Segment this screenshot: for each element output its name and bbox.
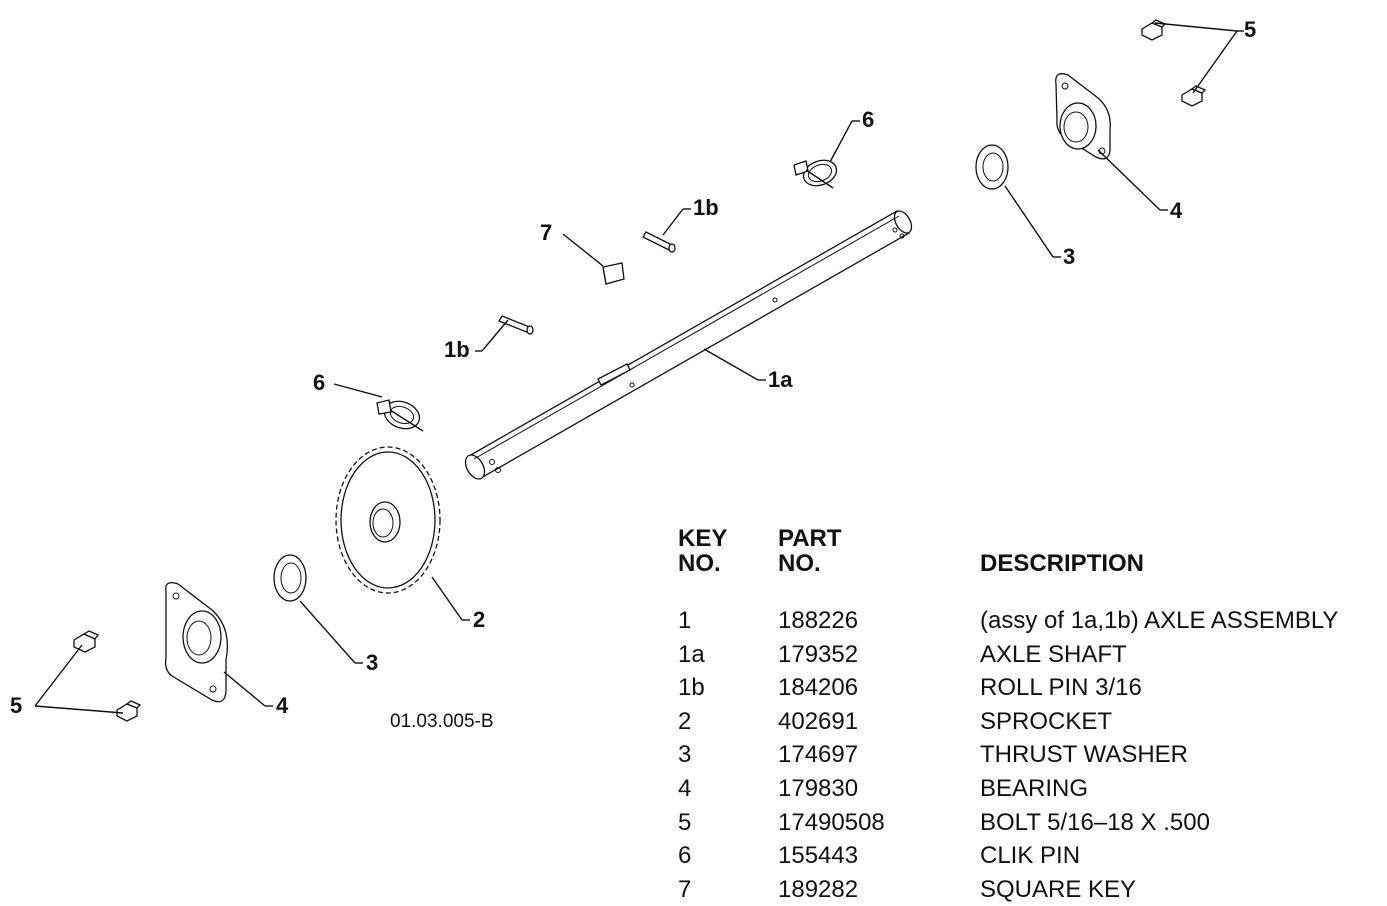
part-no: 174697 <box>778 741 859 769</box>
table-row: 1b 184206 ROLL PIN 3/16 <box>678 671 1338 705</box>
bolt-right-bottom <box>1181 85 1207 107</box>
description: ROLL PIN 3/16 <box>980 674 1142 702</box>
header-key-line1: KEY <box>678 525 728 552</box>
description: SPROCKET <box>980 707 1113 735</box>
header-part-no: PART NO. <box>778 526 980 604</box>
part-no: 188226 <box>778 607 859 634</box>
bolt-left-top <box>73 630 100 653</box>
key-no: 6 <box>678 842 692 870</box>
key-no: 2 <box>678 707 692 735</box>
header-description: DESCRIPTION <box>980 550 1145 577</box>
key-no: 4 <box>678 774 692 802</box>
bearing-right <box>1055 73 1111 160</box>
description: CLIK PIN <box>980 842 1081 870</box>
leader-lines <box>34 22 1244 714</box>
description: SQUARE KEY <box>980 875 1137 903</box>
table-row: 4 179830 BEARING <box>678 772 1338 806</box>
header-key-no: KEY NO. <box>678 526 778 604</box>
key-no: 5 <box>678 808 692 836</box>
drawing-number: 01.03.005-B <box>390 711 494 732</box>
part-no: 189282 <box>778 875 859 903</box>
parts-table-header: KEY NO. PART NO. DESCRIPTION <box>678 526 1338 604</box>
header-part-line1: PART <box>778 525 842 552</box>
part-no: 179830 <box>778 774 859 802</box>
table-row: 3 174697 THRUST WASHER <box>678 738 1338 772</box>
key-no: 1a <box>678 640 705 668</box>
roll-pin-top <box>642 231 676 253</box>
header-key-line2: NO. <box>678 550 721 577</box>
callout-1a: 1a <box>768 367 793 392</box>
table-row: 6 155443 CLIK PIN <box>678 839 1338 873</box>
bearing-left <box>164 581 229 703</box>
thrust-washer-left <box>273 554 307 602</box>
table-row: 1 188226 (assy of 1a,1b) AXLE ASSEMBLY <box>678 604 1338 638</box>
table-row: 1a 179352 AXLE SHAFT <box>678 638 1338 672</box>
key-no: 1b <box>678 674 705 702</box>
key-no: 7 <box>678 875 692 903</box>
axle-shaft <box>464 210 913 480</box>
part-no: 179352 <box>778 640 859 668</box>
callout-2: 2 <box>473 607 485 632</box>
part-no: 402691 <box>778 707 859 735</box>
square-key <box>602 262 625 285</box>
description: BOLT 5/16–18 X .500 <box>980 808 1210 836</box>
callout-7: 7 <box>540 220 552 245</box>
callout-3-right: 3 <box>1063 244 1075 269</box>
thrust-washer-right <box>975 144 1009 190</box>
clik-pin-left <box>376 399 424 432</box>
description: THRUST WASHER <box>980 741 1189 769</box>
parts-table: KEY NO. PART NO. DESCRIPTION 1 188226 (a… <box>678 526 1338 906</box>
bolt-right-top <box>1141 19 1167 41</box>
header-part-line2: NO. <box>778 550 821 577</box>
key-no: 1 <box>678 607 692 634</box>
callout-1b-left: 1b <box>444 337 470 362</box>
clik-pin-top <box>793 159 838 189</box>
callout-6-top: 6 <box>862 107 874 132</box>
part-no: 17490508 <box>778 808 885 836</box>
callout-3-left: 3 <box>366 650 378 675</box>
table-row: 2 402691 SPROCKET <box>678 705 1338 739</box>
callout-4-right: 4 <box>1170 198 1183 223</box>
description: BEARING <box>980 774 1089 802</box>
table-row: 5 17490508 BOLT 5/16–18 X .500 <box>678 806 1338 840</box>
callout-5-left: 5 <box>10 693 22 718</box>
sprocket <box>335 446 441 594</box>
key-no: 3 <box>678 741 692 769</box>
part-no: 184206 <box>778 674 859 702</box>
part-no: 155443 <box>778 842 859 870</box>
callout-6-left: 6 <box>313 370 325 395</box>
callout-4-left: 4 <box>276 693 289 718</box>
table-row: 7 189282 SQUARE KEY <box>678 873 1338 906</box>
bolt-left-bottom <box>116 700 142 722</box>
callout-5-right: 5 <box>1244 17 1256 42</box>
callout-1b-top: 1b <box>693 195 719 220</box>
description: (assy of 1a,1b) AXLE ASSEMBLY <box>980 607 1339 634</box>
description: AXLE SHAFT <box>980 640 1127 668</box>
